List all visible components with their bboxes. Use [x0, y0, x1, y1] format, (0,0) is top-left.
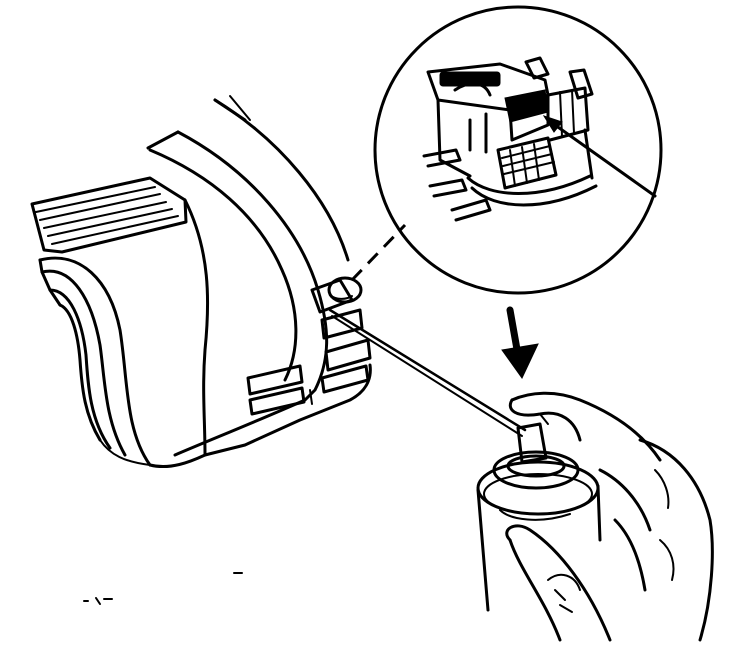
column-housing	[30, 95, 372, 469]
curved-flange	[38, 256, 207, 469]
switch-opening	[310, 276, 363, 314]
detail-pointer-line	[546, 118, 657, 198]
magnified-detail	[373, 5, 663, 295]
contact-coil	[496, 136, 558, 190]
detail-leader-line	[350, 223, 407, 282]
scan-marks	[83, 572, 243, 605]
hand-icon	[505, 391, 714, 642]
switch-component	[422, 56, 598, 222]
arrow-down-icon	[501, 306, 539, 379]
spray-can-icon	[476, 422, 602, 612]
spray-straw	[328, 308, 527, 432]
ribbed-panel	[30, 176, 188, 254]
front-slots	[246, 308, 372, 416]
